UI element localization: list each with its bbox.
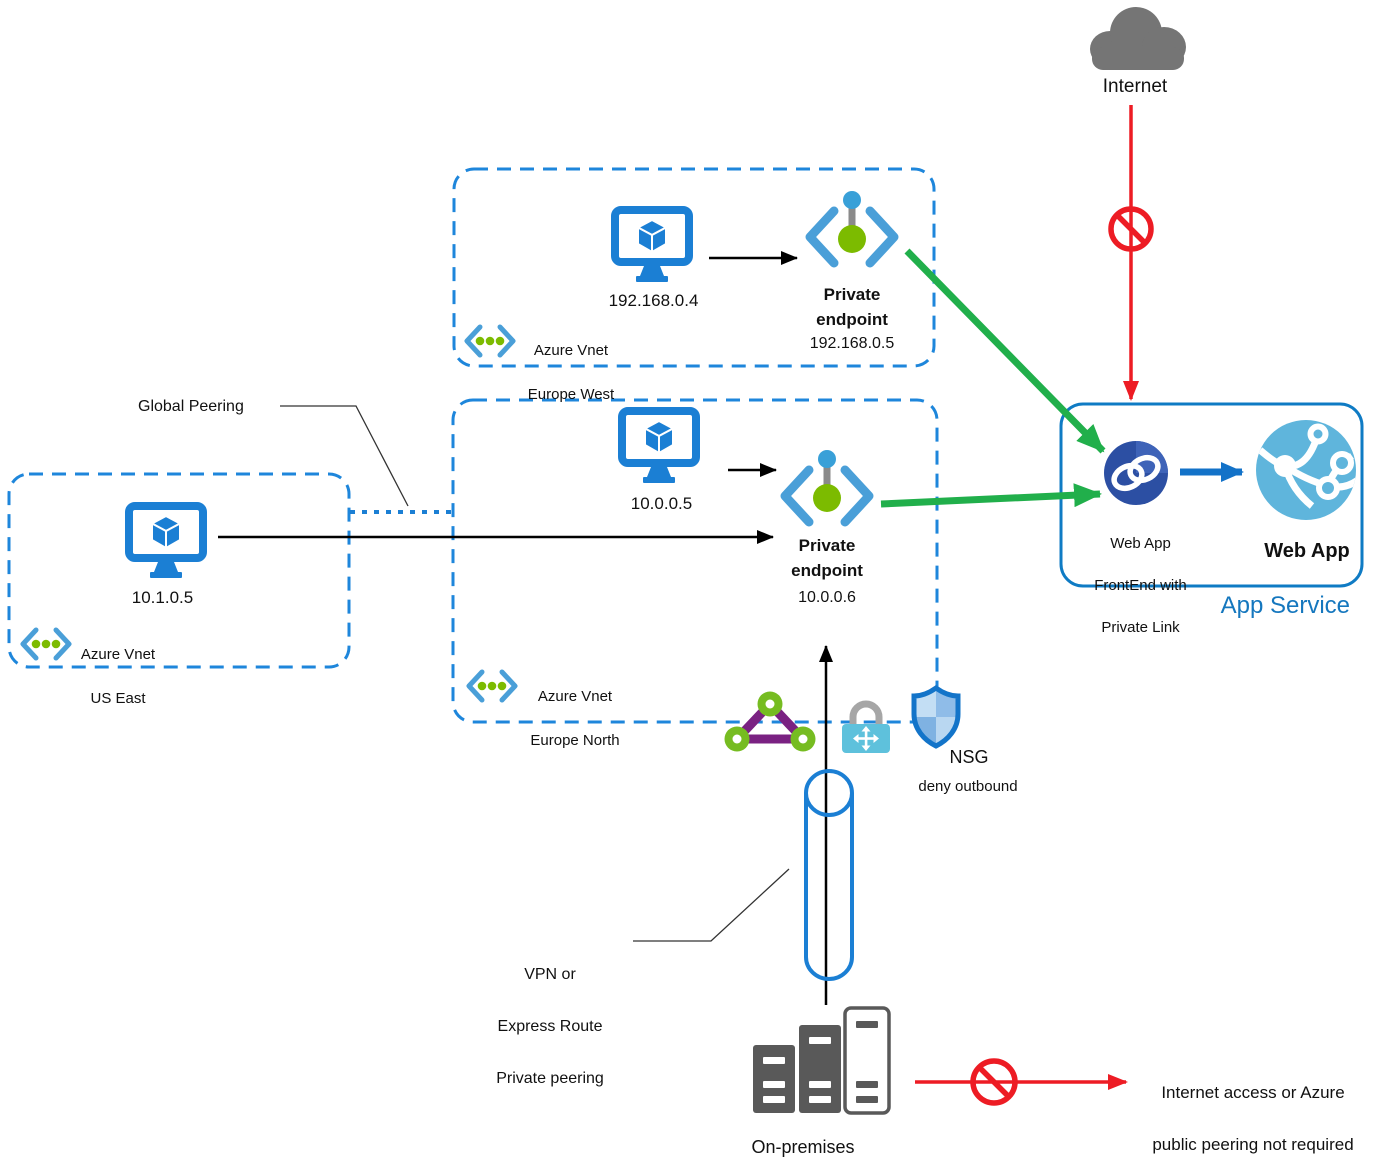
prohibition-icon bbox=[1108, 206, 1154, 252]
global-peering-label: Global Peering bbox=[138, 398, 244, 415]
vm-icon bbox=[611, 206, 693, 282]
private-endpoint-label-europe-west: Private endpoint bbox=[816, 285, 888, 329]
private-endpoint-ip-europe-west: 192.168.0.5 bbox=[809, 335, 895, 352]
vnet-icon bbox=[466, 669, 518, 703]
nsg-shield-icon bbox=[911, 684, 961, 749]
vm-ip-europe-west: 192.168.0.4 bbox=[608, 291, 699, 310]
web-app-label: Web App bbox=[1264, 540, 1350, 562]
vnet-box-europe-north bbox=[451, 398, 939, 724]
nsg-mode-label: deny outbound bbox=[918, 778, 1018, 795]
nsg-label: NSG bbox=[949, 747, 989, 767]
vnet-box-us-east bbox=[7, 472, 351, 669]
web-app-globe-icon bbox=[1256, 420, 1356, 520]
vpn-tunnel-cylinder-icon bbox=[804, 769, 854, 981]
internet-label: Internet bbox=[1102, 76, 1168, 97]
on-premises-label: On-premises bbox=[751, 1137, 855, 1157]
arrow-endpoint-ew-to-privatelink bbox=[904, 248, 1106, 454]
internet-cloud-icon bbox=[1090, 7, 1186, 70]
private-endpoint-label-europe-north: Private endpoint bbox=[791, 536, 863, 580]
vm-icon bbox=[618, 407, 700, 483]
private-link-frontend-label: Web App FrontEnd with Private Link bbox=[1094, 535, 1187, 636]
app-service-label: App Service bbox=[1220, 592, 1350, 619]
prohibition-icon bbox=[970, 1058, 1018, 1106]
vnet-label-europe-north: Azure Vnet Europe North bbox=[530, 688, 620, 749]
vnet-label-europe-west: Azure Vnet Europe West bbox=[527, 342, 615, 403]
on-premises-servers-icon bbox=[753, 1006, 891, 1115]
vnet-box-europe-west bbox=[452, 167, 936, 368]
vm-ip-us-east: 10.1.0.5 bbox=[131, 588, 194, 607]
vnet-icon bbox=[20, 627, 72, 661]
private-endpoint-icon bbox=[780, 450, 874, 527]
vm-ip-europe-north: 10.0.0.5 bbox=[630, 494, 693, 513]
no-internet-access-note: Internet access or Azure public peering … bbox=[1152, 1083, 1354, 1154]
private-link-icon bbox=[1104, 441, 1168, 505]
private-endpoint-ip-europe-north: 10.0.0.6 bbox=[798, 589, 856, 606]
vnet-icon bbox=[464, 324, 516, 358]
private-endpoint-icon bbox=[805, 191, 899, 268]
vpn-label: VPN or Express Route Private peering bbox=[496, 966, 604, 1087]
routing-lock-icon bbox=[842, 700, 890, 753]
network-topology-icon bbox=[724, 691, 816, 752]
global-peering-callout-line bbox=[280, 405, 409, 507]
vpn-callout-line bbox=[633, 868, 790, 942]
arrow-endpoint-en-to-privatelink bbox=[880, 483, 1102, 508]
vm-icon bbox=[125, 502, 207, 578]
vnet-label-us-east: Azure Vnet US East bbox=[80, 646, 156, 707]
